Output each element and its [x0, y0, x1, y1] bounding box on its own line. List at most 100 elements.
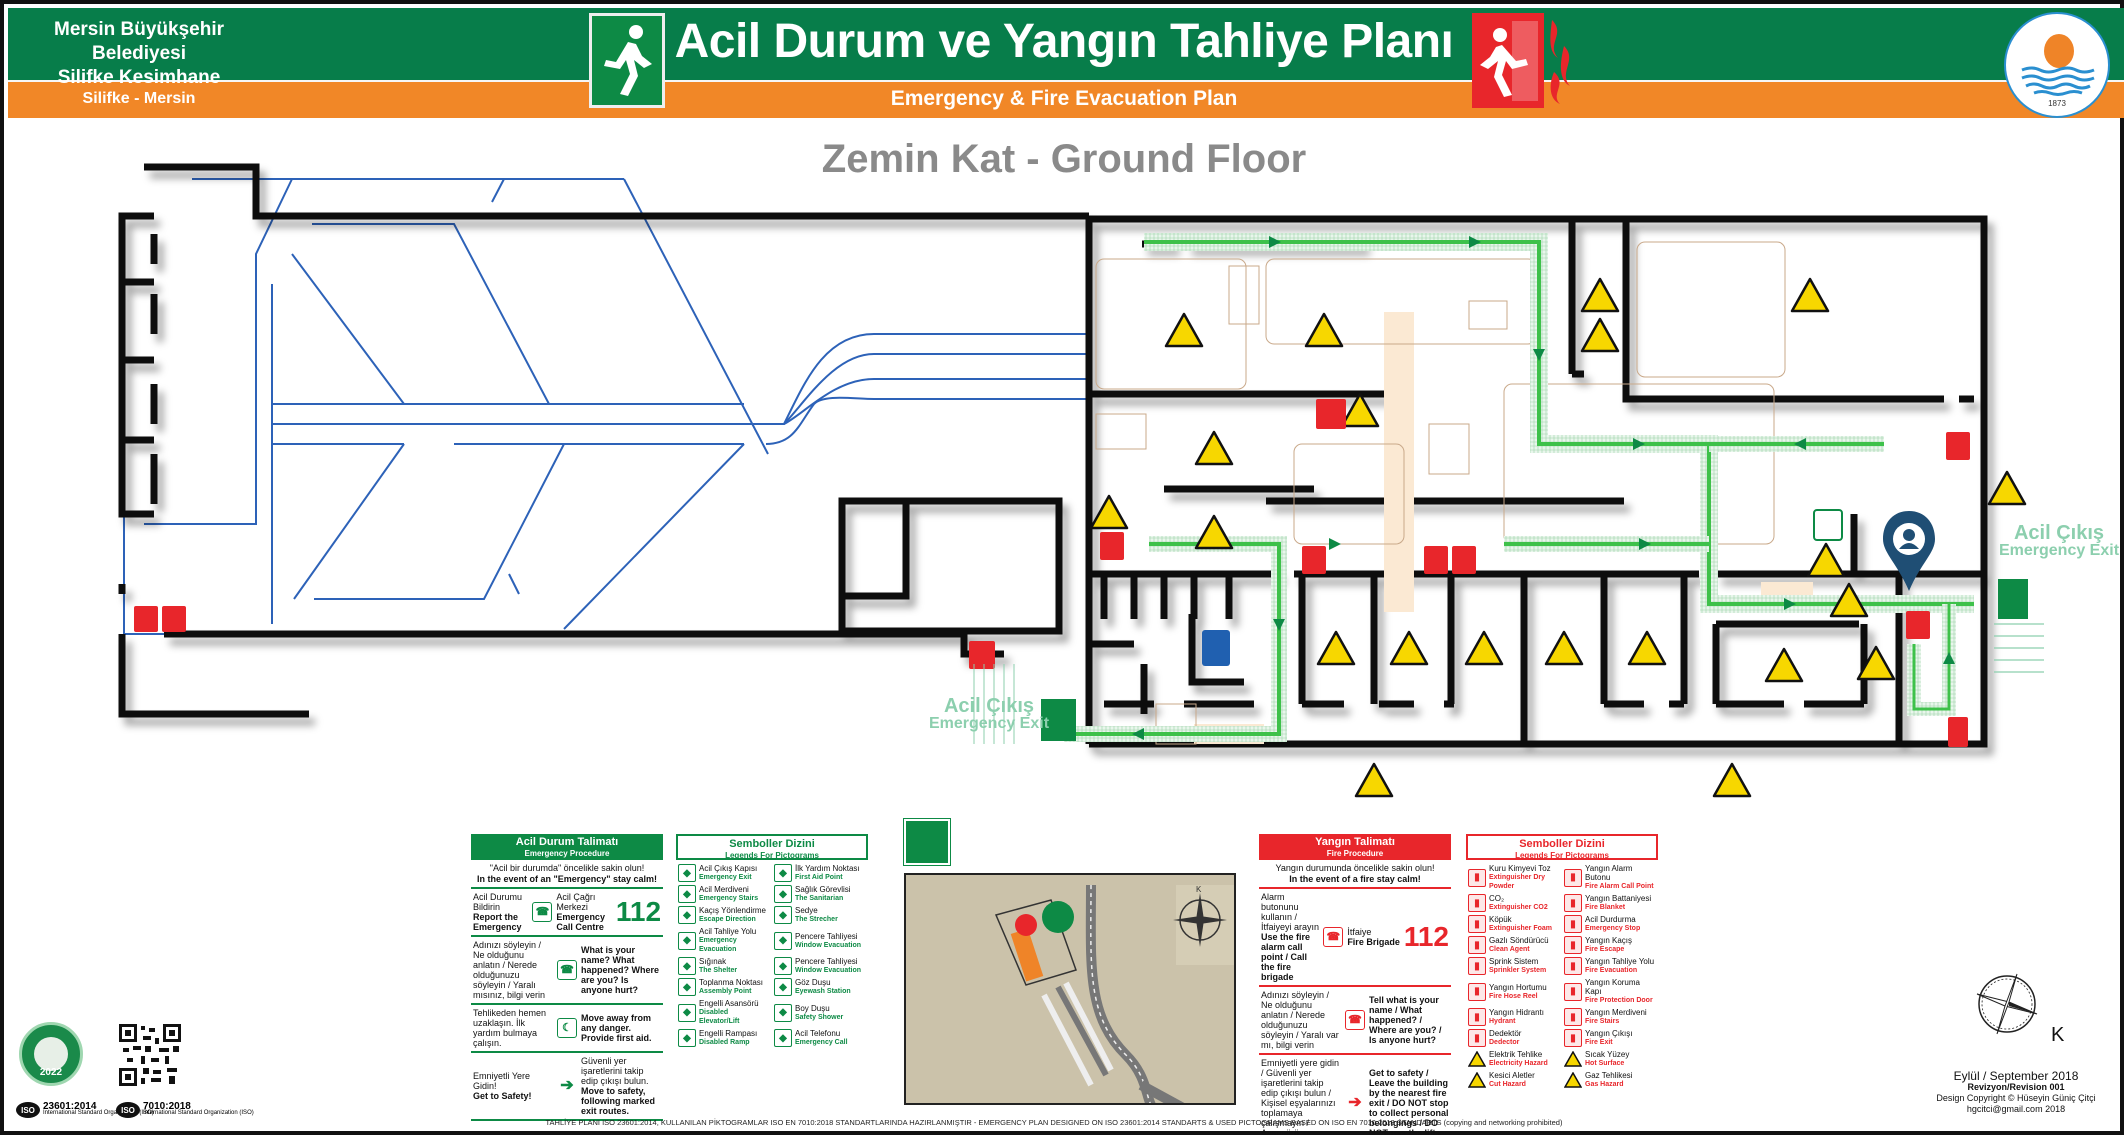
legend-label-en: Emergency Stop: [1585, 925, 1641, 932]
legend-label-tr: Sıcak Yüzey: [1585, 1050, 1630, 1059]
pictogram-icon: ◆: [774, 1003, 792, 1022]
legend-label-tr: Sağlık Görevlisi: [795, 885, 851, 894]
legend-label-en: Eyewash Station: [795, 988, 851, 995]
legend-label-en: Cut Hazard: [1489, 1081, 1526, 1088]
phone-112-icon: ☎: [1345, 1010, 1365, 1030]
legend-label-tr: Köpük: [1489, 915, 1512, 924]
legend-label-tr: Yangın Merdiveni: [1585, 1008, 1647, 1017]
legend-label-tr: Yangın Tahliye Yolu: [1585, 957, 1655, 966]
fire-procedure-panel: Yangın Talimatı Fire Procedure Yangın du…: [1259, 834, 1451, 1135]
floor-title: Zemin Kat - Ground Floor: [821, 137, 1307, 181]
panel-title-en: Emergency Procedure: [524, 849, 610, 858]
location-label: Silifke - Mersin: [82, 90, 196, 107]
pictogram-icon: ◆: [774, 885, 792, 903]
legend-label-en: Sprinkler System: [1489, 967, 1547, 974]
intro-en: In the event of a fire stay calm!: [1289, 874, 1421, 884]
procedure-row: Adınızı söyleyin / Ne olduğunu anlatın /…: [1259, 987, 1451, 1055]
legend-label-tr: Yangın Hidrantı: [1489, 1008, 1544, 1017]
first-aid-icon: [1813, 509, 1843, 541]
row-en: Get to safety / Leave the building by th…: [1369, 1068, 1449, 1135]
floor-plan: [118, 163, 2044, 798]
row-right-en: Move to safety, following marked exit ro…: [581, 1086, 656, 1116]
legend-label-en: Fire Escape: [1585, 946, 1625, 953]
row-mid-en: Emergency Call Centre: [556, 912, 605, 932]
legend-label-en: The Strecher: [795, 916, 838, 923]
header-divider: [8, 80, 2124, 82]
pictogram-icon: ◆: [678, 885, 696, 903]
pictogram-icon: ◆: [678, 931, 696, 950]
procedure-row: Alarm butonunu kullanın / İtfaiyeyi aray…: [1259, 889, 1451, 987]
iso-logo-icon: ISO: [16, 1102, 40, 1118]
intro-tr: Yangın durumunda öncelikle sakin olun!: [1275, 863, 1435, 873]
pictogram-icon: ▮: [1468, 1008, 1486, 1026]
row-en: Use the fire alarm call point / Call the…: [1261, 932, 1311, 982]
legend-label-tr: Göz Duşu: [795, 978, 831, 987]
pictogram-icon: ◆: [678, 1003, 696, 1022]
legend-label-en: Clean Agent: [1489, 946, 1530, 953]
plan-subtitle: Emergency & Fire Evacuation Plan: [890, 87, 1238, 110]
legend-label-en: Hydrant: [1489, 1018, 1516, 1025]
pictogram-icon: ◆: [774, 931, 792, 950]
revision-number: Revizyon/Revision 001: [1967, 1082, 2065, 1092]
pictogram-icon: ◆: [678, 1029, 696, 1047]
legend-label-en: Extinguisher Dry Powder: [1489, 874, 1546, 890]
exit-sign-bottom: [973, 664, 1076, 744]
header-green-band: [8, 8, 2124, 80]
panel-header: Toplanma Noktası Assembly Point: [903, 818, 1236, 867]
intro-en: In the event of an "Emergency" stay calm…: [476, 874, 658, 884]
pictogram-icon: ◆: [678, 906, 696, 924]
copyright: Design Copyright © Hüseyin Güniç Çitçi: [1936, 1093, 2096, 1103]
panel-header: Yangın Talimatı Fire Procedure: [1259, 834, 1451, 860]
legend-label-tr: Acil Merdiveni: [699, 885, 749, 894]
row-tr: Alarm butonunu kullanın / İtfaiyeyi aray…: [1261, 892, 1320, 932]
panel-title-en: Legends For Pictograms: [1515, 851, 1609, 860]
compass-rose-icon: [1976, 973, 2038, 1035]
legend-label-tr: Yangın Hortumu: [1489, 982, 1547, 992]
legend-label-tr: Yangın Koruma Kapı: [1585, 978, 1640, 996]
legend-label-en: Electricity Hazard: [1489, 1060, 1548, 1067]
fire-brigade-number: 112: [1403, 921, 1449, 952]
row-tr: Emniyetli Yere Gidin!: [473, 1071, 531, 1091]
pictogram-icon: ◆: [678, 957, 696, 975]
phone-112-icon: ☎: [557, 960, 577, 980]
legend-label-en: Fire Stairs: [1585, 1018, 1620, 1025]
fire-exit-icon: [1472, 13, 1544, 108]
red-legend-panel: Semboller Dizini Legends For Pictograms …: [1466, 834, 1658, 1093]
route-arrows: [1132, 236, 1955, 740]
pictogram-icon: [1468, 1071, 1486, 1089]
arrow-right-icon: ➔: [560, 1077, 574, 1094]
plan-title: Acil Durum ve Yangın Tahliye Planı: [674, 15, 1454, 68]
row-mid-en: Fire Brigade: [1347, 937, 1400, 947]
pictogram-icon: ◆: [774, 906, 792, 924]
panel-title: Yangın Talimatı: [1315, 836, 1395, 848]
legend-label-tr: Acil Durdurma: [1585, 915, 1636, 924]
emergency-procedure-panel: Acil Durum Talimatı Emergency Procedure …: [471, 834, 663, 1121]
row-tr: Adınızı söyleyin / Ne olduğunu anlatın /…: [1261, 990, 1339, 1050]
procedure-row: Emniyetli Yere Gidin!Get to Safety! ➔ Gü…: [471, 1053, 663, 1121]
legend-label-en: Gas Hazard: [1585, 1081, 1624, 1088]
